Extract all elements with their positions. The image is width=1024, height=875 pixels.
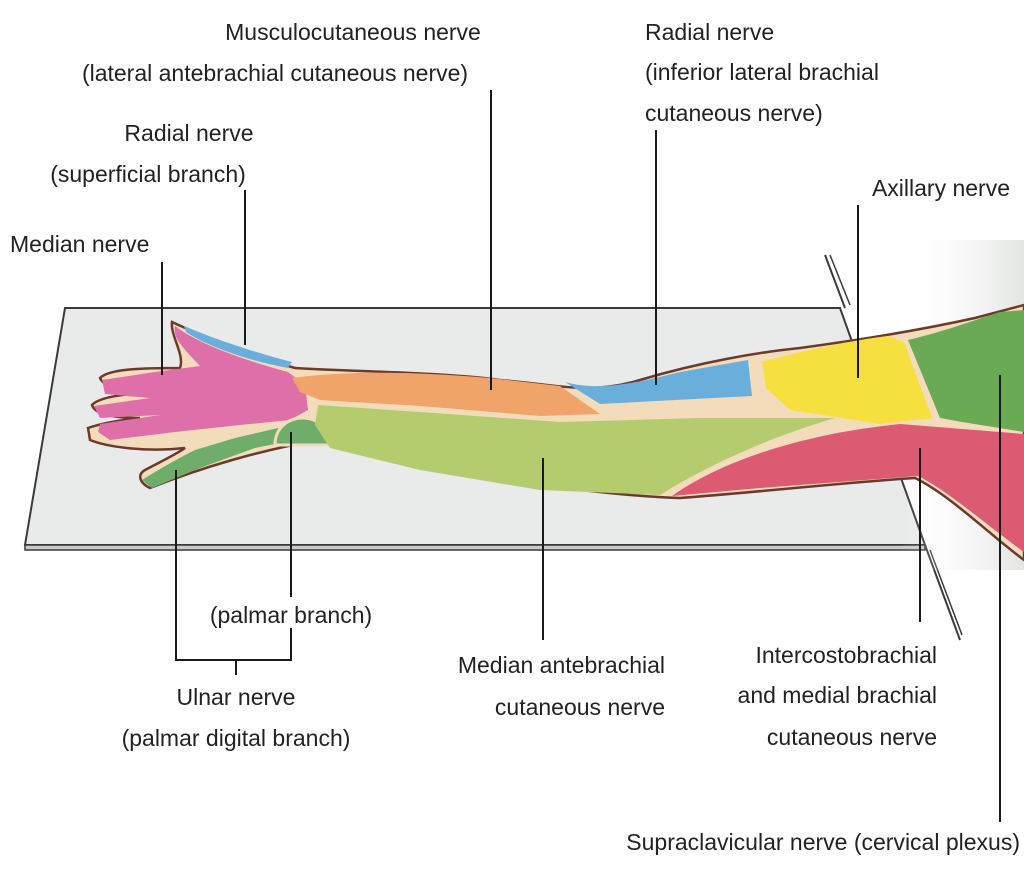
- label-radial-superficial: Radial nerve (superficial branch): [50, 120, 253, 187]
- label-line: (inferior lateral brachial: [645, 59, 879, 85]
- label-line: cutaneous nerve): [645, 100, 823, 126]
- label-line: Ulnar nerve: [177, 684, 296, 710]
- label-line: (superficial branch): [50, 161, 246, 187]
- label-axillary: Axillary nerve: [872, 175, 1010, 201]
- region-radial-inferior-lateral: [565, 360, 752, 404]
- region-supraclavicular: [908, 310, 1024, 432]
- label-palmar-branch: (palmar branch): [210, 602, 372, 628]
- label-line: Radial nerve: [645, 19, 774, 45]
- region-median-antebrachial: [315, 405, 835, 495]
- label-radial-inferior-lateral: Radial nerve (inferior lateral brachial …: [645, 19, 879, 126]
- region-median: [94, 326, 308, 440]
- label-line: Radial nerve: [124, 120, 253, 146]
- label-line: cutaneous nerve: [767, 724, 937, 750]
- label-line: cutaneous nerve: [495, 694, 665, 720]
- label-intercostobrachial: Intercostobrachial and medial brachial c…: [738, 642, 937, 750]
- label-ulnar: Ulnar nerve (palmar digital branch): [122, 684, 351, 751]
- region-ulnar-digital: [142, 428, 285, 488]
- region-musculocutaneous: [292, 372, 600, 416]
- label-line: Musculocutaneous nerve: [225, 19, 481, 45]
- label-median-antebrachial: Median antebrachial cutaneous nerve: [458, 652, 665, 720]
- region-axillary: [762, 336, 932, 424]
- label-line: and medial brachial: [738, 682, 937, 708]
- label-median: Median nerve: [10, 231, 149, 257]
- region-intercostobrachial: [672, 424, 1024, 552]
- label-line: Intercostobrachial: [755, 642, 937, 668]
- region-radial-superficial: [184, 326, 292, 368]
- label-musculocutaneous: Musculocutaneous nerve (lateral antebrac…: [82, 19, 481, 86]
- leader-lines: [161, 90, 1001, 822]
- label-line: (lateral antebrachial cutaneous nerve): [82, 60, 468, 86]
- label-line: (palmar digital branch): [122, 725, 351, 751]
- label-supraclavicular: Supraclavicular nerve (cervical plexus): [626, 829, 1020, 855]
- label-line: Median antebrachial: [458, 652, 665, 678]
